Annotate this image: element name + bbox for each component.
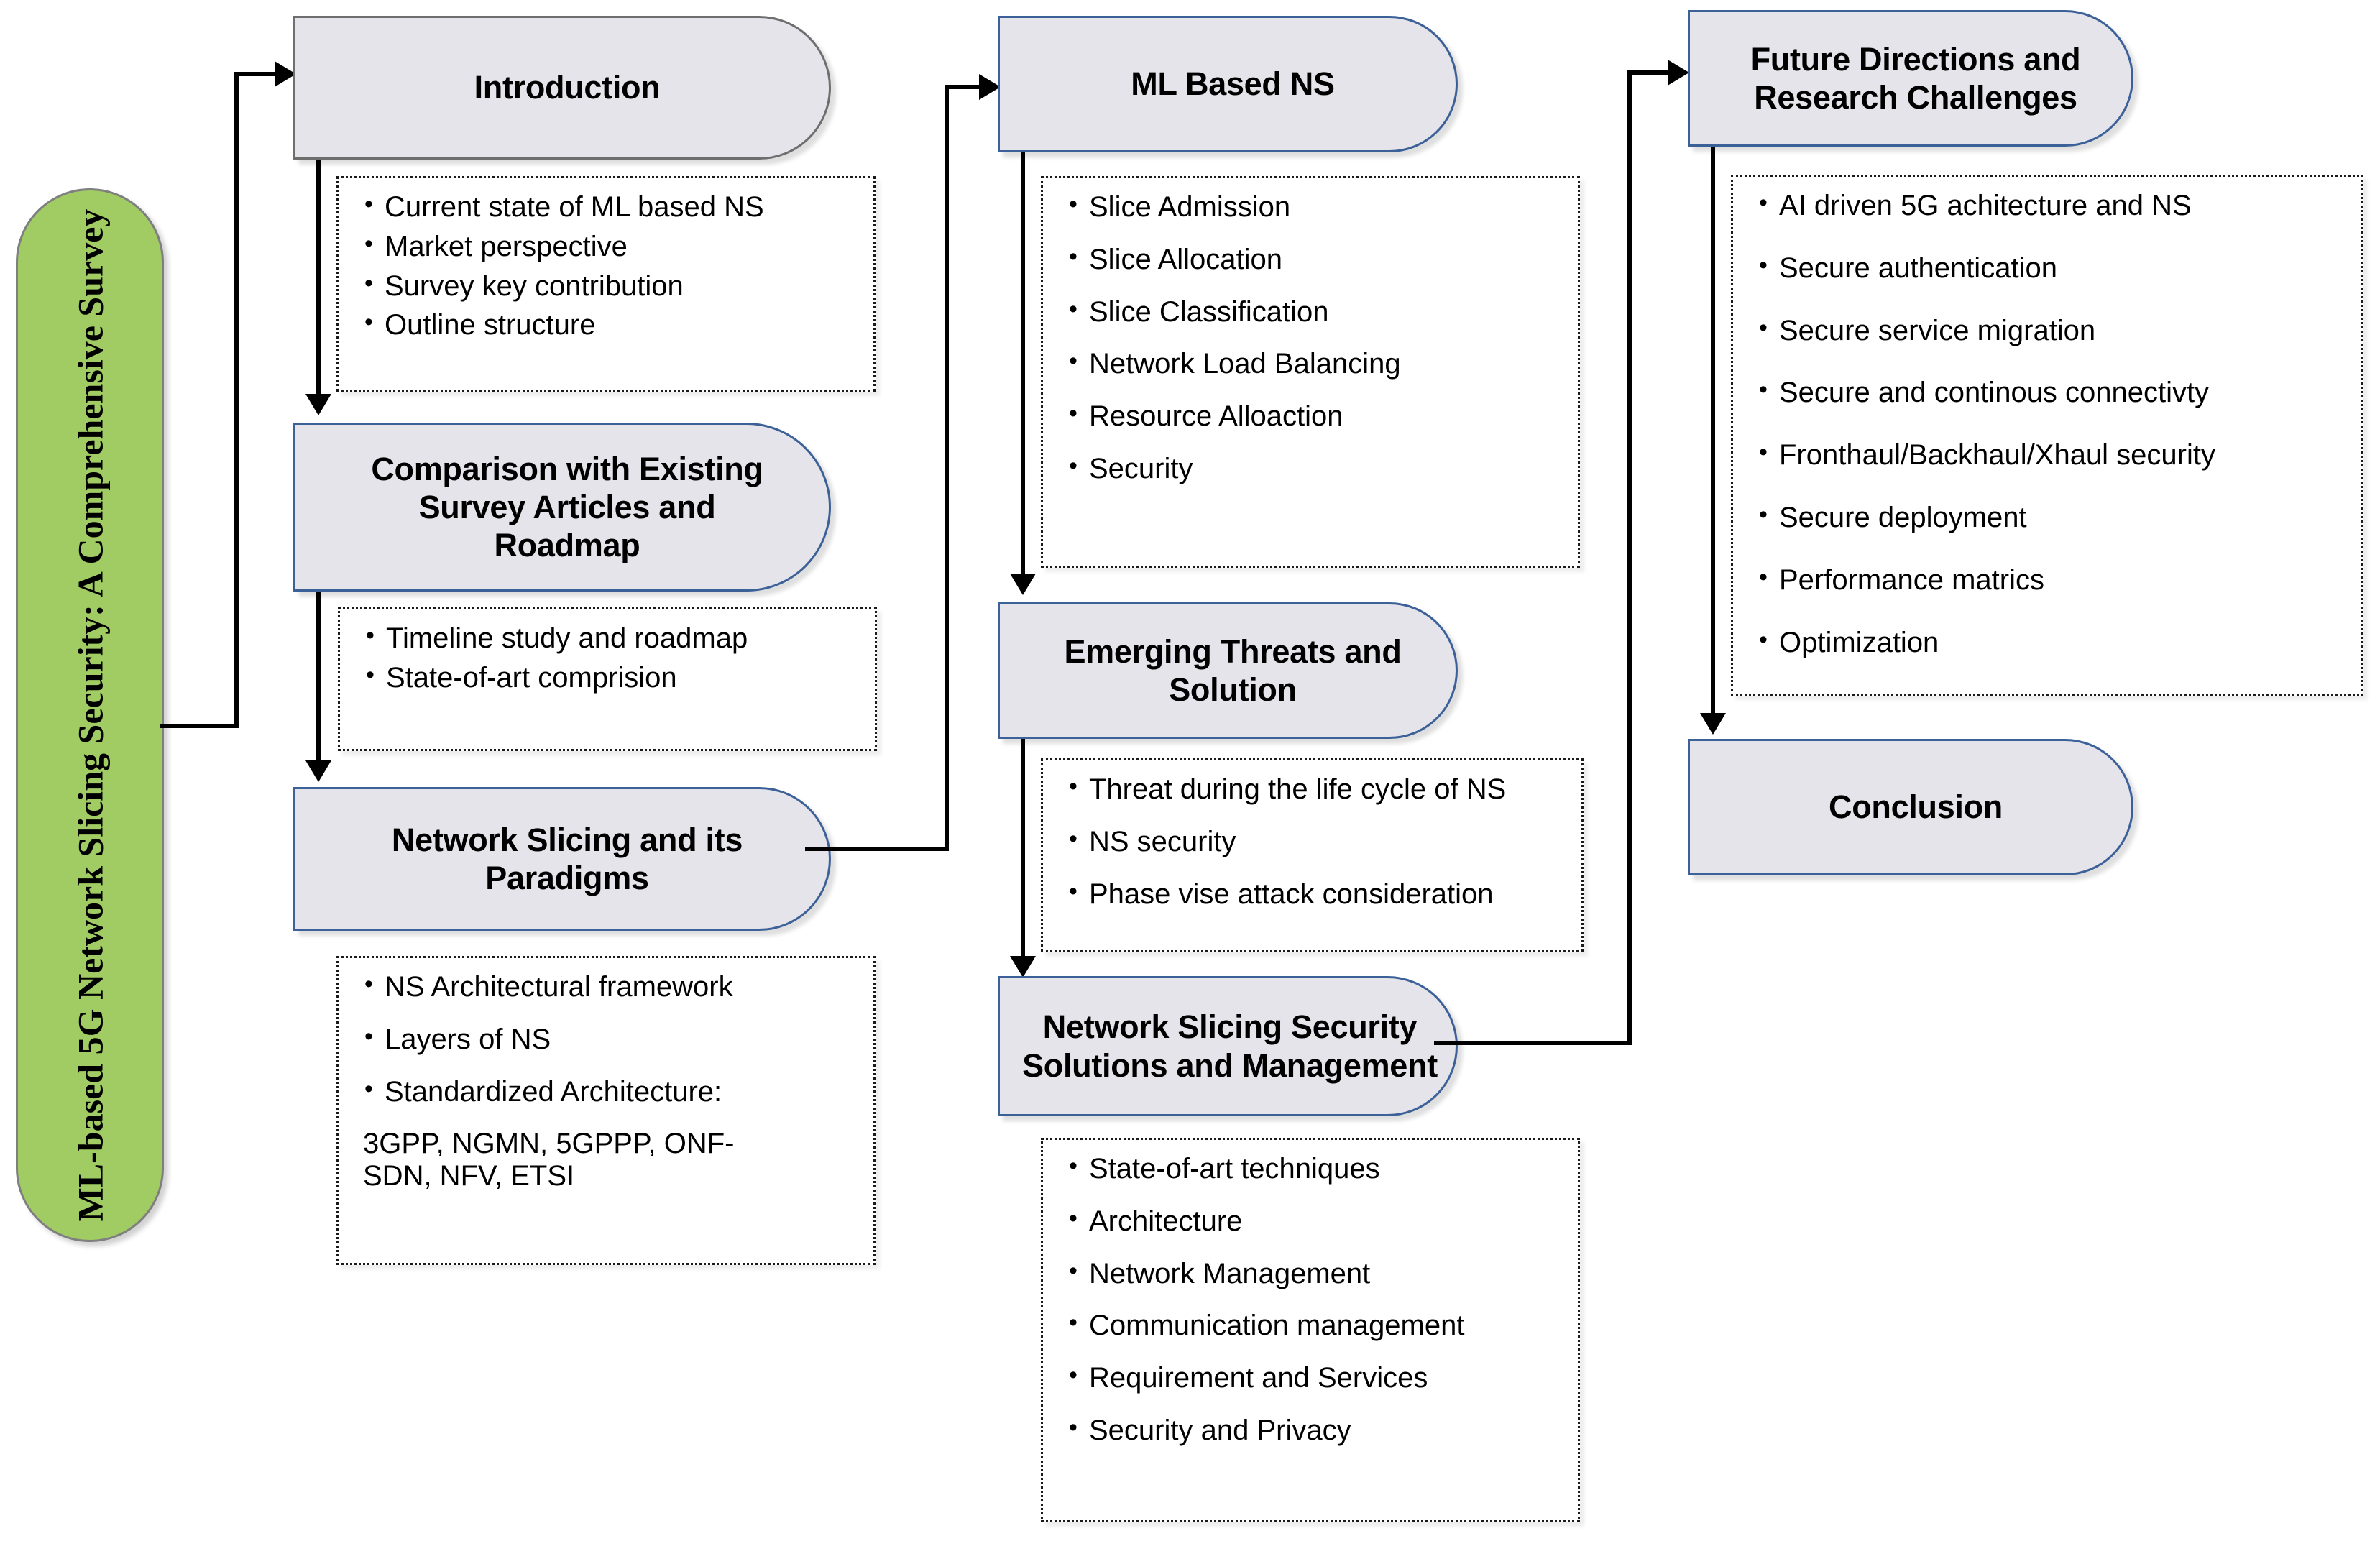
list-item: Phase vise attack consideration bbox=[1065, 878, 1567, 911]
panel-ml-based-ns-bullets: Slice Admission Slice Allocation Slice C… bbox=[1041, 176, 1580, 568]
list-item: State-of-art comprision bbox=[362, 661, 860, 694]
list-item: Secure service migration bbox=[1755, 314, 2347, 347]
panel-comparison-bullets: Timeline study and roadmap State-of-art … bbox=[338, 607, 877, 751]
list-item: NS security bbox=[1065, 825, 1567, 858]
node-future-directions[interactable]: Future Directions and Research Challenge… bbox=[1688, 10, 2133, 147]
connector-intro-to-comparison bbox=[316, 160, 321, 400]
list-item: Network Management bbox=[1065, 1257, 1563, 1290]
node-conclusion-label: Conclusion bbox=[1829, 788, 2003, 826]
list-item: Secure and continous connectivty bbox=[1755, 376, 2347, 409]
node-future-directions-label: Future Directions and Research Challenge… bbox=[1750, 40, 2081, 116]
list-item: NS Architectural framework bbox=[360, 970, 859, 1003]
node-ns-security-solutions[interactable]: Network Slicing Security Solutions and M… bbox=[998, 976, 1458, 1116]
connector-banner-riser bbox=[234, 72, 239, 728]
connector-banner-out bbox=[160, 724, 239, 728]
list-item: Current state of ML based NS bbox=[360, 190, 859, 224]
list-item: Timeline study and roadmap bbox=[362, 622, 860, 655]
node-conclusion[interactable]: Conclusion bbox=[1688, 739, 2133, 875]
list-item: State-of-art techniques bbox=[1065, 1152, 1563, 1185]
connector-future-to-conclusion bbox=[1711, 147, 1715, 719]
node-emerging-threats[interactable]: Emerging Threats and Solution bbox=[998, 602, 1458, 739]
list-item: Architecture bbox=[1065, 1205, 1563, 1238]
node-network-slicing-paradigms-label: Network Slicing and its Paradigms bbox=[391, 821, 743, 896]
node-emerging-threats-label: Emerging Threats and Solution bbox=[1064, 632, 1402, 708]
panel-future-directions-bullets: AI driven 5G achitecture and NS Secure a… bbox=[1731, 175, 2363, 696]
list-item: 3GPP, NGMN, 5GPPP, ONF- SDN, NFV, ETSI bbox=[363, 1128, 735, 1192]
list-item: Threat during the life cycle of NS bbox=[1065, 773, 1567, 806]
list-item: Slice Classification bbox=[1065, 295, 1563, 328]
arrowhead-to-comparison bbox=[305, 394, 331, 415]
arrowhead-to-solutions bbox=[1010, 956, 1036, 978]
panel-paradigms-bullets: NS Architectural framework Layers of NS … bbox=[336, 956, 876, 1265]
list-item: AI driven 5G achitecture and NS bbox=[1755, 189, 2347, 222]
list-item: Secure authentication bbox=[1755, 252, 2347, 285]
node-ml-based-ns[interactable]: ML Based NS bbox=[998, 16, 1458, 152]
arrowhead-to-paradigms bbox=[305, 760, 331, 782]
connector-banner-to-intro bbox=[234, 72, 276, 76]
list-item: Resource Alloaction bbox=[1065, 400, 1563, 433]
node-ml-based-ns-label: ML Based NS bbox=[1131, 65, 1335, 103]
list-item: Optimization bbox=[1755, 626, 2347, 659]
list-item: Secure deployment bbox=[1755, 501, 2347, 534]
node-introduction[interactable]: Introduction bbox=[293, 16, 831, 160]
arrowhead-to-future-directions bbox=[1668, 60, 1689, 86]
panel-solutions-bullets: State-of-art techniques Architecture Net… bbox=[1041, 1138, 1580, 1522]
connector-paradigms-to-mlns bbox=[945, 85, 982, 89]
survey-title-text: ML-based 5G Network Slicing Security: A … bbox=[70, 208, 111, 1222]
list-item: Slice Allocation bbox=[1065, 243, 1563, 276]
node-introduction-label: Introduction bbox=[474, 69, 661, 106]
list-item: Requirement and Services bbox=[1065, 1361, 1563, 1394]
node-comparison[interactable]: Comparison with Existing Survey Articles… bbox=[293, 423, 831, 592]
node-ns-security-solutions-label: Network Slicing Security Solutions and M… bbox=[1022, 1008, 1438, 1084]
list-item: Security bbox=[1065, 452, 1563, 485]
list-item: Outline structure bbox=[360, 308, 859, 341]
list-item: Market perspective bbox=[360, 230, 859, 263]
list-item: Survey key contribution bbox=[360, 270, 859, 303]
connector-mlns-to-threats bbox=[1021, 152, 1025, 580]
node-comparison-label: Comparison with Existing Survey Articles… bbox=[371, 450, 763, 564]
connector-solutions-out bbox=[1434, 1041, 1632, 1045]
arrowhead-to-introduction bbox=[275, 61, 296, 87]
connector-solutions-riser bbox=[1627, 70, 1632, 1045]
list-item: Layers of NS bbox=[360, 1023, 859, 1056]
list-item: Standardized Architecture: bbox=[360, 1075, 859, 1108]
node-network-slicing-paradigms[interactable]: Network Slicing and its Paradigms bbox=[293, 787, 831, 931]
arrowhead-to-mlns bbox=[979, 74, 1001, 100]
connector-solutions-to-future bbox=[1627, 70, 1671, 75]
list-item: Slice Admission bbox=[1065, 190, 1563, 224]
list-item: Fronthaul/Backhaul/Xhaul security bbox=[1755, 438, 2347, 472]
panel-threats-bullets: Threat during the life cycle of NS NS se… bbox=[1041, 758, 1584, 952]
connector-comparison-to-paradigms bbox=[316, 592, 321, 768]
list-item: Network Load Balancing bbox=[1065, 347, 1563, 380]
list-item: Communication management bbox=[1065, 1309, 1563, 1342]
connector-paradigms-out bbox=[805, 847, 949, 851]
list-item: Security and Privacy bbox=[1065, 1414, 1563, 1447]
arrowhead-to-threats bbox=[1010, 574, 1036, 595]
connector-threats-to-solutions bbox=[1021, 739, 1025, 962]
panel-introduction-bullets: Current state of ML based NS Market pers… bbox=[336, 176, 876, 392]
connector-paradigms-riser bbox=[945, 85, 949, 851]
survey-title-banner: ML-based 5G Network Slicing Security: A … bbox=[16, 188, 164, 1242]
list-item: Performance matrics bbox=[1755, 564, 2347, 597]
arrowhead-to-conclusion bbox=[1700, 713, 1726, 735]
